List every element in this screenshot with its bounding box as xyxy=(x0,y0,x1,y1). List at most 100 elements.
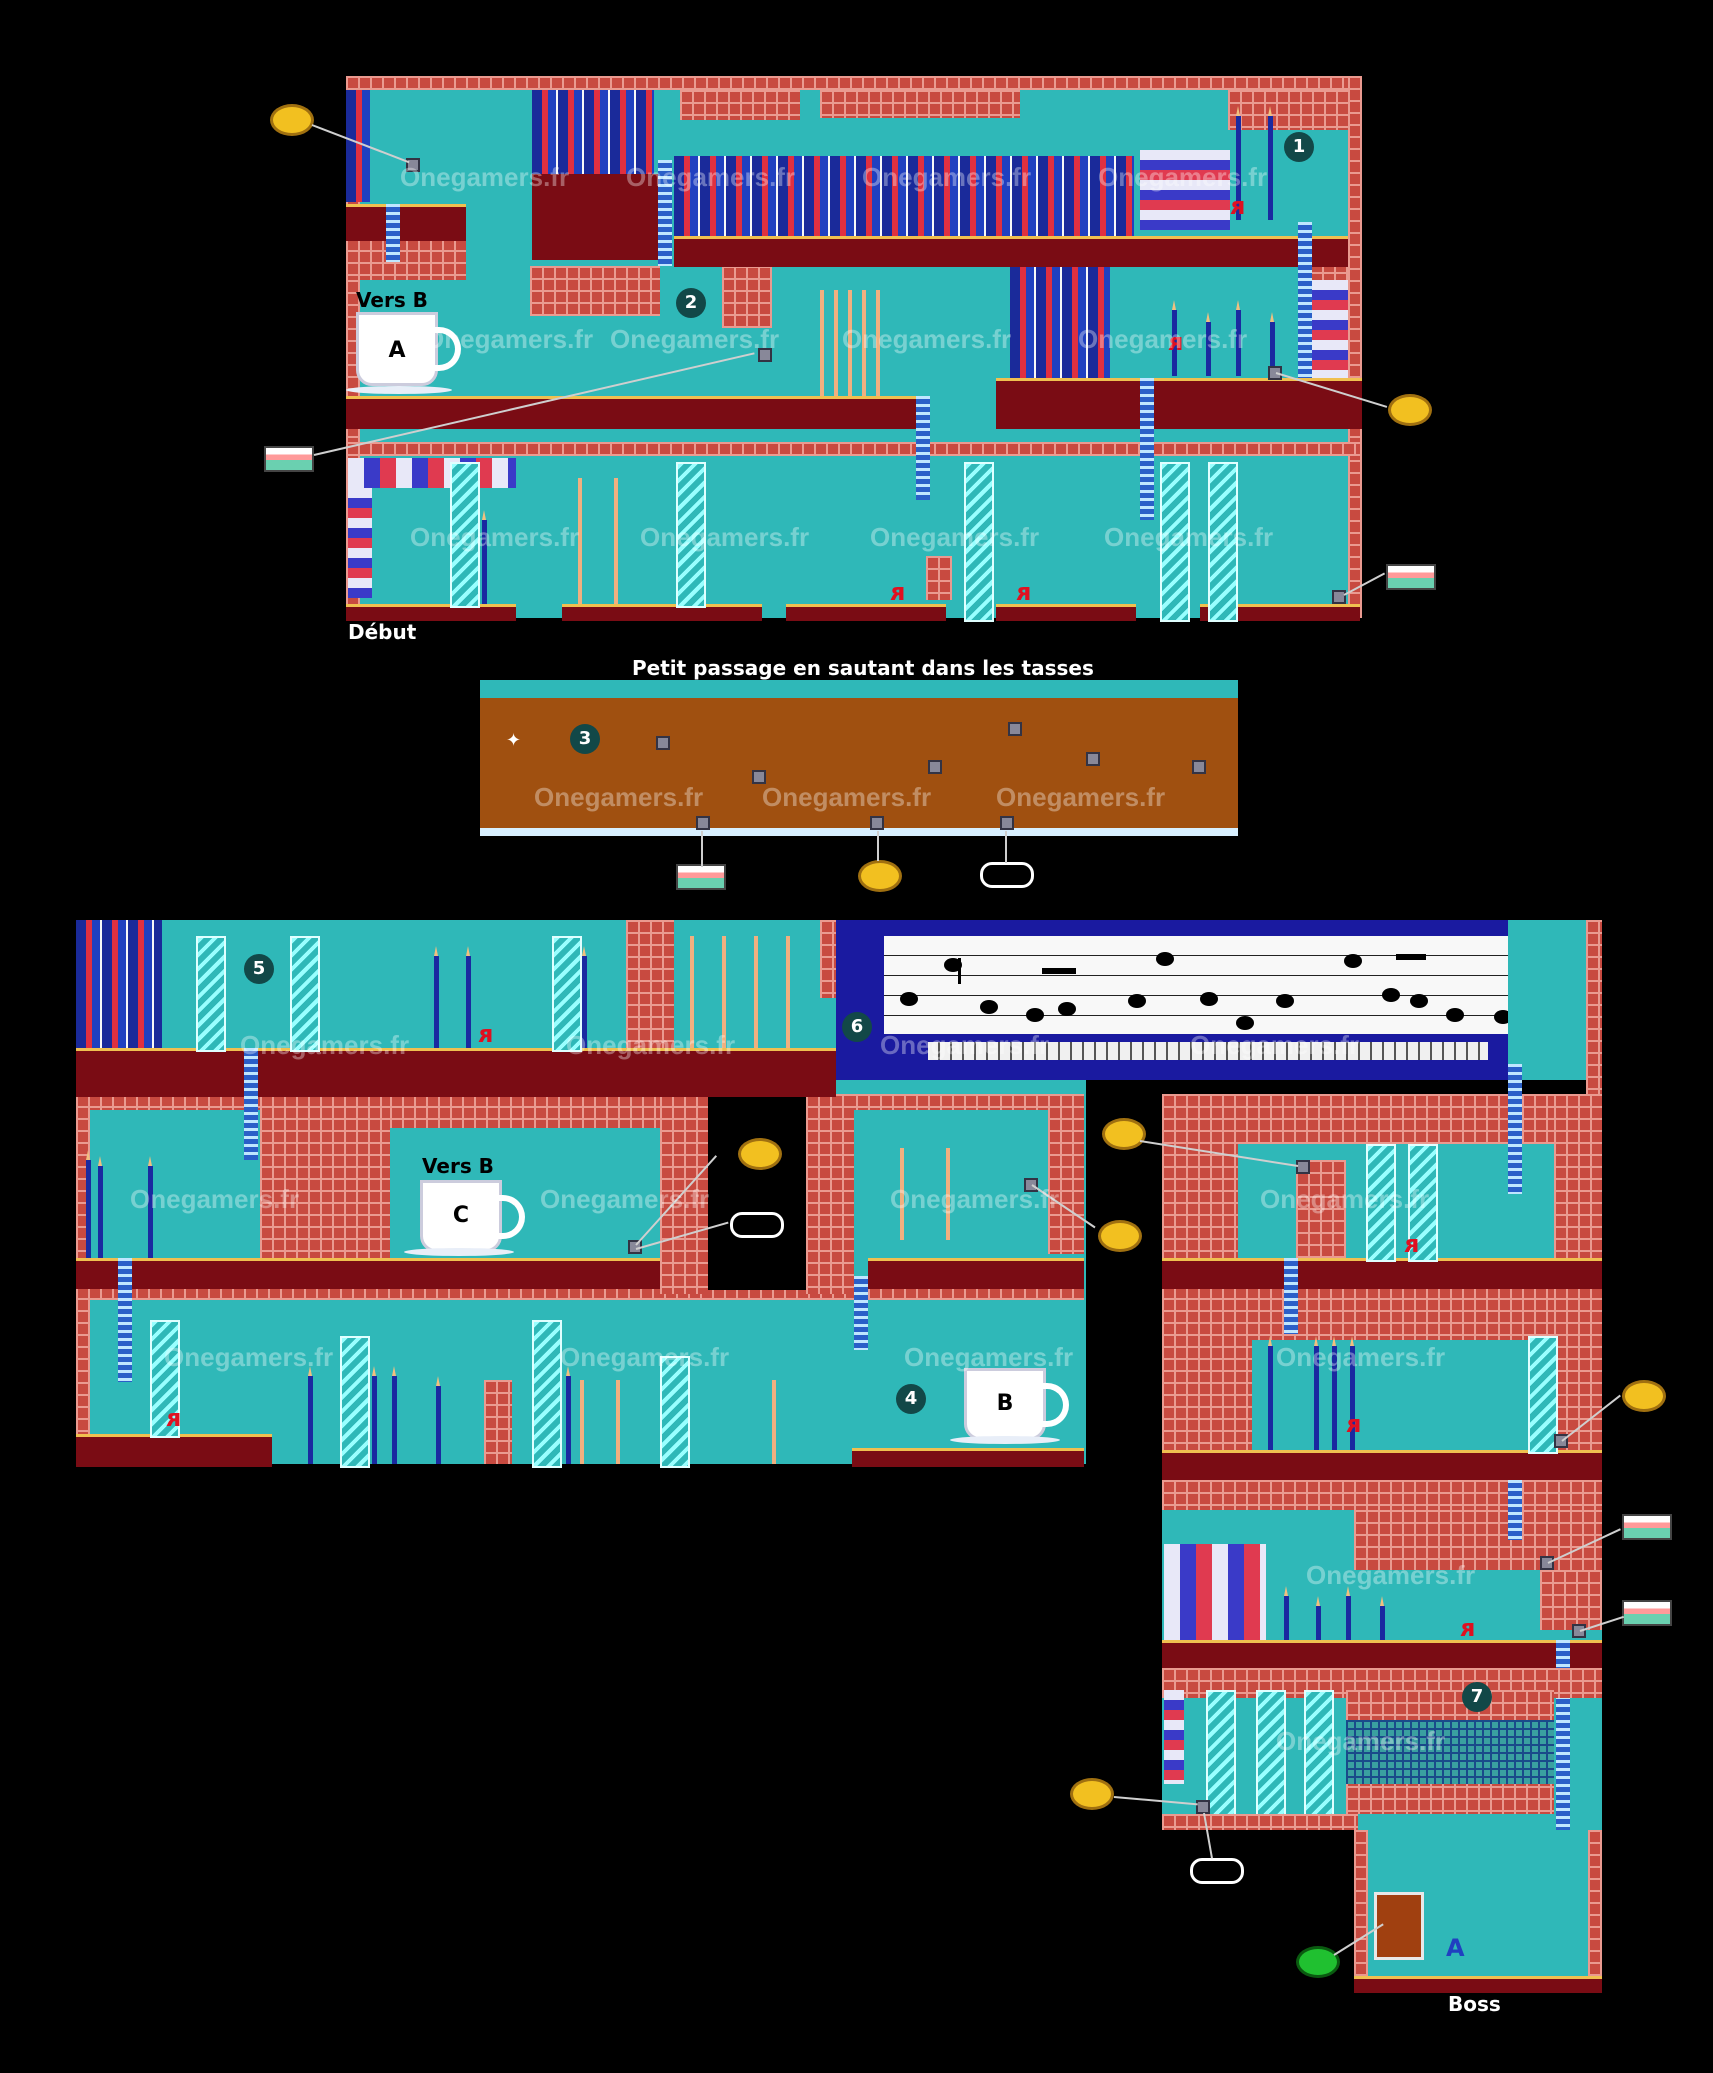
shelf-platform xyxy=(868,1258,1084,1289)
cup-b-label: B xyxy=(996,1391,1014,1416)
monster-icon[interactable]: ᴙ xyxy=(1230,192,1246,220)
marker-2: 2 xyxy=(676,288,706,318)
item-box-icon[interactable] xyxy=(1086,752,1100,766)
candle-obstacle xyxy=(578,478,582,604)
item-box-icon[interactable] xyxy=(1296,1160,1310,1174)
block-stairs xyxy=(1164,1544,1266,1640)
cup-b[interactable]: B xyxy=(964,1368,1069,1440)
cake-icon xyxy=(1386,564,1436,590)
pencil-obstacle xyxy=(466,946,471,1048)
item-box-icon[interactable] xyxy=(1572,1624,1586,1638)
marker-3: 3 xyxy=(570,724,600,754)
cup-passage-title: Petit passage en sautant dans les tasses xyxy=(632,656,1094,680)
player-mickey-icon: ✦ xyxy=(506,730,522,751)
item-box-icon[interactable] xyxy=(1000,816,1014,830)
item-box-icon[interactable] xyxy=(1192,760,1206,774)
glass-ruler xyxy=(1528,1336,1558,1454)
monster-icon[interactable]: A xyxy=(1446,1934,1465,1962)
pencil-obstacle xyxy=(1268,1336,1273,1450)
item-box-icon[interactable] xyxy=(870,816,884,830)
glass-ruler xyxy=(290,936,320,1052)
shelf-platform xyxy=(674,236,1348,267)
item-box-icon[interactable] xyxy=(1540,1556,1554,1570)
shelf-platform xyxy=(562,604,762,621)
net-grate xyxy=(1346,1720,1554,1784)
glass-ruler xyxy=(1208,462,1238,622)
ladder xyxy=(1140,378,1154,520)
item-box-icon[interactable] xyxy=(696,816,710,830)
item-box-icon[interactable] xyxy=(1196,1800,1210,1814)
start-label: Début xyxy=(348,620,417,644)
shelf-platform xyxy=(76,1434,272,1467)
pencil-obstacle xyxy=(1350,1336,1355,1450)
item-box-icon[interactable] xyxy=(656,736,670,750)
item-box-icon[interactable] xyxy=(752,770,766,784)
monster-icon[interactable]: ᴙ xyxy=(1016,578,1032,606)
boss-door[interactable] xyxy=(1374,1892,1424,1960)
piano-keys xyxy=(928,1042,1488,1060)
item-box-icon[interactable] xyxy=(1008,722,1022,736)
block-stairs xyxy=(348,488,372,598)
glove-icon xyxy=(730,1212,784,1238)
ladder xyxy=(386,204,400,262)
pencil-obstacle xyxy=(1172,300,1177,376)
bookshelf-books xyxy=(674,156,1134,236)
marker-5: 5 xyxy=(244,954,274,984)
boss-label: Boss xyxy=(1448,1992,1501,2016)
ladder xyxy=(1508,1480,1522,1540)
cake-icon xyxy=(264,446,314,472)
shelf-platform xyxy=(996,604,1136,621)
shelf-platform xyxy=(852,1448,1084,1467)
saucer xyxy=(950,1436,1060,1444)
monster-icon[interactable]: ᴙ xyxy=(890,578,906,606)
candle-obstacle xyxy=(614,478,618,604)
glass-ruler xyxy=(1160,462,1190,622)
glass-ruler xyxy=(1206,1690,1236,1818)
pencil-obstacle xyxy=(392,1366,397,1464)
glass-ruler xyxy=(1366,1144,1396,1262)
pencil-obstacle xyxy=(1270,312,1275,376)
monster-icon[interactable]: ᴙ xyxy=(1404,1230,1420,1258)
pencil-obstacle xyxy=(434,946,439,1048)
shelf-platform xyxy=(346,604,516,621)
marker-1: 1 xyxy=(1284,132,1314,162)
monster-icon[interactable]: ᴙ xyxy=(166,1404,182,1432)
pencil-obstacle xyxy=(436,1376,441,1464)
marker-4: 4 xyxy=(896,1384,926,1414)
shelf-platform xyxy=(1162,1640,1602,1671)
block-stairs xyxy=(348,458,516,488)
cake-icon xyxy=(1622,1514,1672,1540)
ladder xyxy=(854,1276,868,1350)
cup-a[interactable]: A xyxy=(356,312,461,386)
cake-icon xyxy=(676,864,726,890)
item-box-icon[interactable] xyxy=(1332,590,1346,604)
pencil-obstacle xyxy=(566,1366,571,1464)
pencil-obstacle xyxy=(1236,300,1241,376)
monster-icon[interactable]: ᴙ xyxy=(478,1020,494,1048)
monster-icon[interactable]: ᴙ xyxy=(1168,328,1184,356)
glass-ruler xyxy=(676,462,706,608)
ladder xyxy=(118,1258,132,1382)
item-box-icon[interactable] xyxy=(406,158,420,172)
coin-icon xyxy=(1622,1380,1666,1412)
glass-ruler xyxy=(1256,1690,1286,1818)
glove-icon xyxy=(1190,1858,1244,1884)
coin-icon xyxy=(270,104,314,136)
pencil-obstacle xyxy=(482,510,487,604)
ladder xyxy=(658,160,672,266)
coin-icon xyxy=(738,1138,782,1170)
ladder xyxy=(1284,1258,1298,1334)
coin-icon xyxy=(1102,1118,1146,1150)
pencil-obstacle xyxy=(1236,106,1241,220)
item-box-icon[interactable] xyxy=(758,348,772,362)
monster-icon[interactable]: ᴙ xyxy=(1346,1410,1362,1438)
cup-c[interactable]: C xyxy=(420,1180,525,1252)
ladder xyxy=(1298,222,1312,378)
pencil-obstacle xyxy=(1284,1586,1289,1640)
pencil-obstacle xyxy=(372,1366,377,1464)
coin-icon xyxy=(1098,1220,1142,1252)
ladder xyxy=(916,396,930,500)
glove-icon xyxy=(980,862,1034,888)
monster-icon[interactable]: ᴙ xyxy=(1460,1614,1476,1642)
item-box-icon[interactable] xyxy=(928,760,942,774)
